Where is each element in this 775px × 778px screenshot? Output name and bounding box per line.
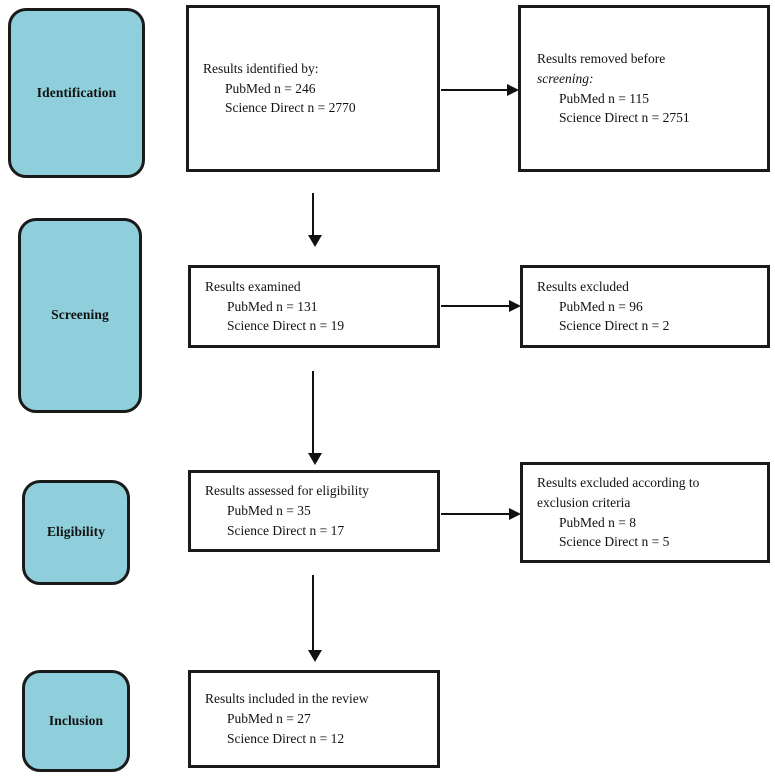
box-results-removed-before-screening: Results removed before screening: PubMed… xyxy=(518,5,770,172)
box-results-excluded-criteria-line-4: Science Direct n = 5 xyxy=(559,534,670,550)
box-results-removed-line-3: PubMed n = 115 xyxy=(559,90,649,106)
stage-inclusion-label: Inclusion xyxy=(48,712,104,728)
box-results-excluded-screening: Results excluded PubMed n = 96 Science D… xyxy=(520,265,770,348)
arrow-assessed-to-excluded-criteria xyxy=(441,508,521,520)
stage-eligibility: Eligibility xyxy=(22,480,130,585)
box-results-excluded-screening-line-2: PubMed n = 96 xyxy=(559,298,643,314)
box-results-identified-line-2: PubMed n = 246 xyxy=(225,80,316,96)
box-results-identified-line-3: Science Direct n = 2770 xyxy=(225,100,356,116)
box-results-removed-line-1: Results removed before xyxy=(537,50,666,66)
box-results-included: Results included in the review PubMed n … xyxy=(188,670,440,768)
arrow-identified-to-removed xyxy=(441,84,519,96)
box-results-examined-line-1: Results examined xyxy=(205,278,301,294)
stage-screening: Screening xyxy=(18,218,142,413)
arrow-identified-to-examined xyxy=(308,193,322,247)
box-results-included-line-3: Science Direct n = 12 xyxy=(227,730,345,746)
arrow-examined-to-excluded xyxy=(441,300,521,312)
box-results-identified-line-1: Results identified by: xyxy=(203,60,319,76)
box-results-examined-line-3: Science Direct n = 19 xyxy=(227,318,345,334)
box-results-excluded-criteria-line-1: Results excluded according to xyxy=(537,474,700,490)
stage-eligibility-label: Eligibility xyxy=(46,524,106,540)
box-results-included-line-2: PubMed n = 27 xyxy=(227,711,311,727)
box-results-included-line-1: Results included in the review xyxy=(205,691,369,707)
box-results-excluded-criteria-line-3: PubMed n = 8 xyxy=(559,514,636,530)
box-results-excluded-screening-line-1: Results excluded xyxy=(537,278,629,294)
box-results-removed-line-2: screening: xyxy=(537,70,594,86)
box-results-excluded-screening-line-3: Science Direct n = 2 xyxy=(559,318,670,334)
box-results-removed-line-4: Science Direct n = 2751 xyxy=(559,110,690,126)
box-results-assessed-line-3: Science Direct n = 17 xyxy=(227,522,345,538)
box-results-examined-line-2: PubMed n = 131 xyxy=(227,298,318,314)
arrow-assessed-to-included xyxy=(308,575,322,662)
stage-inclusion: Inclusion xyxy=(22,670,130,772)
box-results-identified: Results identified by: PubMed n = 246 Sc… xyxy=(186,5,440,172)
stage-identification: Identification xyxy=(8,8,145,178)
stage-screening-label: Screening xyxy=(51,307,109,323)
box-results-assessed-line-1: Results assessed for eligibility xyxy=(205,483,369,499)
box-results-excluded-criteria: Results excluded according to exclusion … xyxy=(520,462,770,563)
arrow-examined-to-assessed xyxy=(308,371,322,465)
box-results-examined: Results examined PubMed n = 131 Science … xyxy=(188,265,440,348)
stage-identification-label: Identification xyxy=(36,84,117,100)
box-results-assessed-line-2: PubMed n = 35 xyxy=(227,503,311,519)
box-results-assessed-eligibility: Results assessed for eligibility PubMed … xyxy=(188,470,440,552)
box-results-excluded-criteria-line-2: exclusion criteria xyxy=(537,494,631,510)
